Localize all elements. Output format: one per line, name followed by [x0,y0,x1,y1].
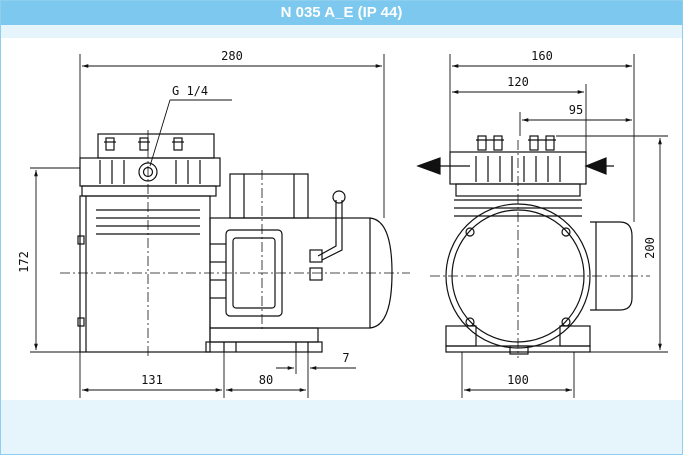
dim-port-thread: G 1/4 [172,84,208,98]
side-dimension-lines [30,54,385,398]
inlet-arrow-icon [584,157,607,175]
page-title: N 035 A_E (IP 44) [1,1,682,25]
front-centerlines [430,140,650,358]
flow-arrows [416,157,614,175]
dim-foot-slot: 7 [342,351,349,365]
dim-overall-width: 160 [531,49,553,63]
front-dimension-lines [449,54,668,398]
dim-foot-width: 100 [507,373,529,387]
side-centerlines [60,130,410,358]
dim-overall-height: 200 [643,237,657,259]
dim-base-offset: 131 [141,373,163,387]
dim-foot-spacing: 80 [259,373,273,387]
outlet-arrow-icon [416,157,441,175]
dim-width-95: 95 [569,103,583,117]
dim-overall-length: 280 [221,49,243,63]
dim-height-left: 172 [17,251,31,273]
dim-width-120: 120 [507,75,529,89]
